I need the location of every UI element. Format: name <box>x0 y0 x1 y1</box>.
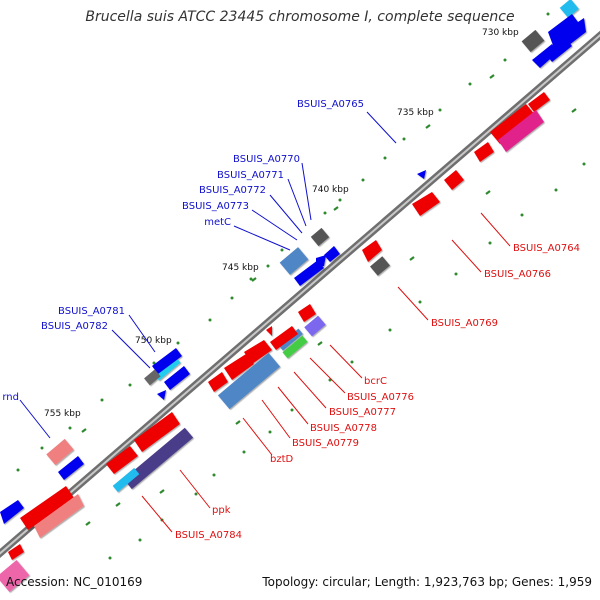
gene-label: BSUIS_A0766 <box>484 269 551 280</box>
gene-label: BSUIS_A0782 <box>41 321 108 332</box>
backbone <box>0 30 600 558</box>
gene-label: BSUIS_A0776 <box>347 392 414 403</box>
gene-label: BSUIS_A0772 <box>199 185 266 196</box>
gene-label: BSUIS_A0779 <box>292 438 359 449</box>
tick-marks <box>16 12 586 560</box>
scale-label: 730 kbp <box>482 28 519 38</box>
gene-label: BSUIS_A0765 <box>297 99 364 110</box>
gene-label: metC <box>204 217 231 228</box>
map-title: Brucella suis ATCC 23445 chromosome I, c… <box>85 9 515 25</box>
gene-label: BSUIS_A0781 <box>58 306 125 317</box>
scale-label: 750 kbp <box>135 336 172 346</box>
accession-text: Accession: NC_010169 <box>6 575 143 589</box>
gene-label: BSUIS_A0764 <box>513 243 580 254</box>
gene-label: BSUIS_A0770 <box>233 154 300 165</box>
gene-label: BSUIS_A0771 <box>217 170 284 181</box>
scale-label: 755 kbp <box>44 409 81 419</box>
scale-label: 735 kbp <box>397 108 434 118</box>
scale-label: 740 kbp <box>312 185 349 195</box>
scale-label: 745 kbp <box>222 263 259 273</box>
gene-label: rnd <box>2 392 19 403</box>
reverse-genes <box>0 92 550 593</box>
gene-label: BSUIS_A0777 <box>329 407 396 418</box>
forward-labels: BSUIS_A0765 BSUIS_A0770 BSUIS_A0771 BSUI… <box>2 99 364 403</box>
gene-label: BSUIS_A0784 <box>175 530 242 541</box>
gene-label: BSUIS_A0773 <box>182 201 249 212</box>
gene-label: bztD <box>270 454 294 465</box>
gene-label: BSUIS_A0769 <box>431 318 498 329</box>
leader-lines <box>19 111 511 533</box>
gene-label: ppk <box>212 505 231 516</box>
reverse-labels: BSUIS_A0764 BSUIS_A0766 BSUIS_A0769 bcrC… <box>175 243 580 541</box>
gene-label: bcrC <box>364 376 387 387</box>
footer: Accession: NC_010169 Topology: circular;… <box>0 575 600 595</box>
topology-summary: Topology: circular; Length: 1,923,763 bp… <box>262 575 592 589</box>
gene-label: BSUIS_A0778 <box>310 423 377 434</box>
scale-labels: 730 kbp 735 kbp 740 kbp 745 kbp 750 kbp … <box>44 28 519 419</box>
forward-genes <box>0 0 586 524</box>
